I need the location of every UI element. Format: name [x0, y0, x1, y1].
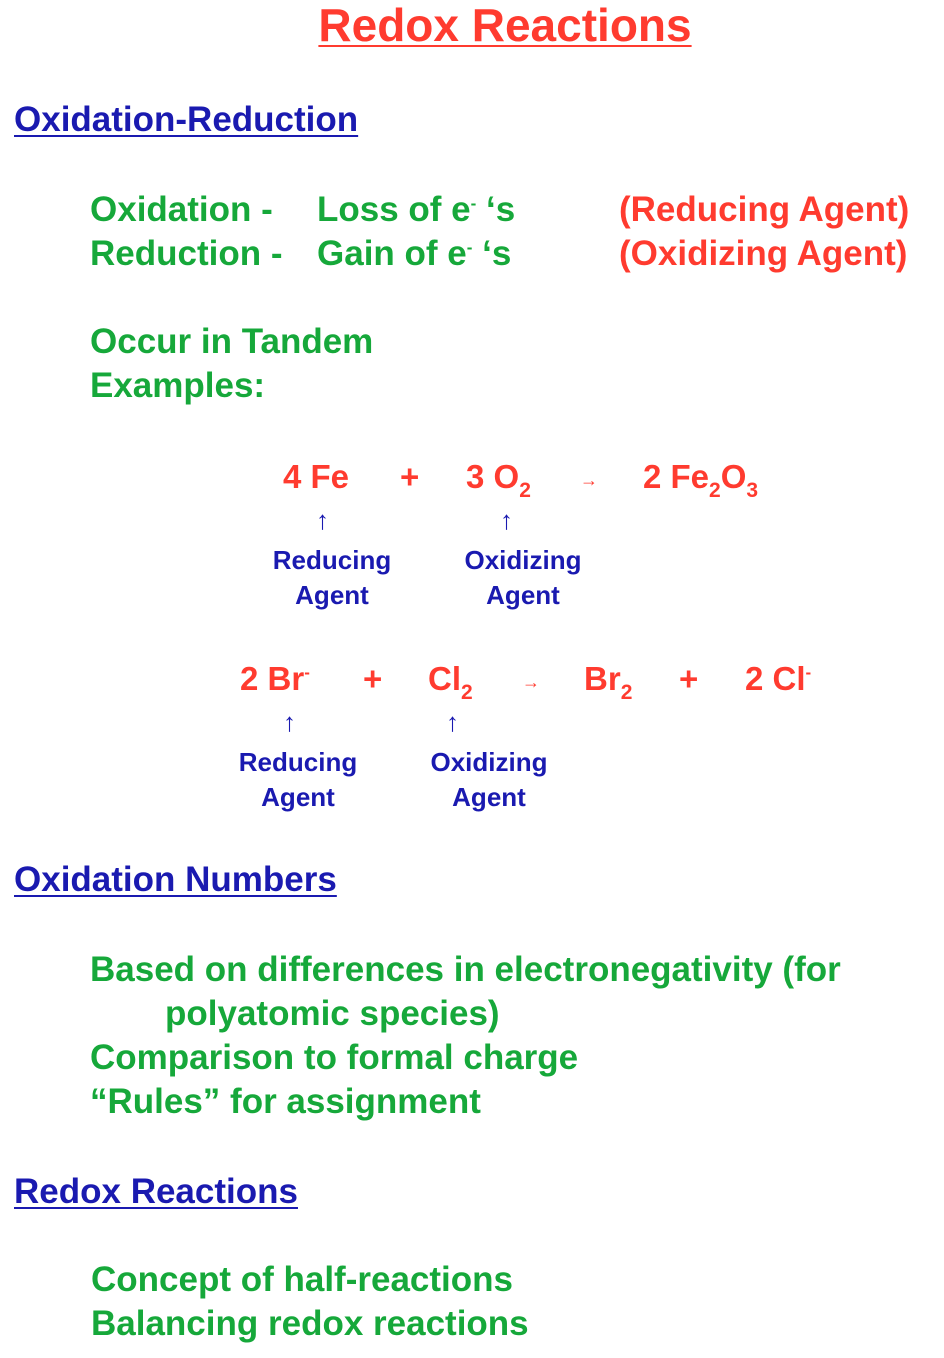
- eq2-up-arrow-oxidizing: ↑: [446, 707, 459, 737]
- eq1-reaction-arrow: →: [580, 470, 598, 490]
- occur-in-tandem: Occur in Tandem: [90, 322, 374, 361]
- eq1-reactant-o2: 3 O2: [466, 458, 531, 502]
- eq2-up-arrow-reducing: ↑: [283, 707, 296, 737]
- eq2-plus-2: +: [679, 660, 699, 697]
- oxidation-numbers-line-4: “Rules” for assignment: [90, 1082, 481, 1121]
- eq1-product: 2 Fe2O3: [643, 458, 759, 502]
- oxidation-definition: Loss of e- ‘s: [317, 190, 516, 229]
- redox-reactions-line-1: Concept of half-reactions: [91, 1260, 513, 1299]
- heading-oxidation-numbers: Oxidation Numbers: [14, 860, 337, 899]
- eq1-reactant-fe: 4 Fe: [283, 458, 350, 495]
- redox-reactions-line-2: Balancing redox reactions: [91, 1304, 529, 1343]
- eq2-product-cl: 2 Cl-: [745, 660, 812, 697]
- eq1-up-arrow-oxidizing: ↑: [500, 505, 513, 535]
- reduction-agent: (Oxidizing Agent): [619, 234, 908, 273]
- reduction-label: Reduction -: [90, 234, 283, 273]
- eq2-product-br2: Br2: [584, 660, 633, 704]
- oxidation-label: Oxidation -: [90, 190, 273, 229]
- eq2-plus-1: +: [363, 660, 383, 697]
- eq2-reactant-cl2: Cl2: [428, 660, 473, 704]
- examples-label: Examples:: [90, 366, 266, 405]
- page-title: Redox Reactions: [318, 0, 692, 51]
- eq1-plus: +: [400, 458, 420, 495]
- reduction-definition: Gain of e- ‘s: [317, 234, 512, 273]
- oxidation-agent: (Reducing Agent): [619, 190, 910, 229]
- oxidation-numbers-line-2: polyatomic species): [165, 994, 500, 1033]
- heading-redox-reactions: Redox Reactions: [14, 1172, 298, 1211]
- oxidation-numbers-line-3: Comparison to formal charge: [90, 1038, 579, 1077]
- eq1-up-arrow-reducing: ↑: [316, 505, 329, 535]
- eq2-reaction-arrow: →: [522, 672, 540, 692]
- oxidation-numbers-line-1: Based on differences in electronegativit…: [90, 950, 841, 989]
- heading-oxidation-reduction: Oxidation-Reduction: [14, 100, 359, 139]
- eq2-reactant-br: 2 Br-: [240, 660, 310, 697]
